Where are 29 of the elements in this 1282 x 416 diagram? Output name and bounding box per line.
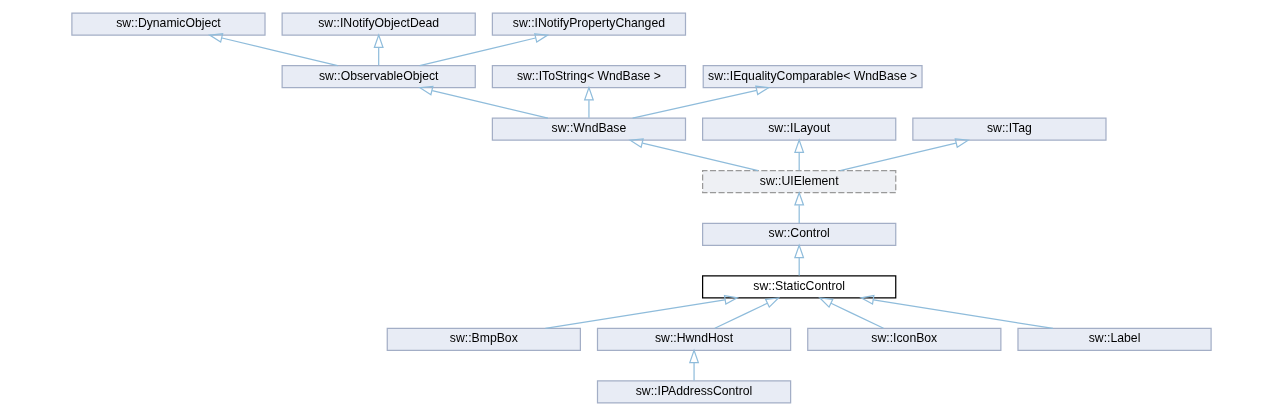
- node-box: sw::INotifyObjectDead: [281, 12, 476, 36]
- node-box: sw::Control: [701, 222, 896, 246]
- node-box: sw::INotifyPropertyChanged: [491, 12, 686, 36]
- node-box: sw::IconBox: [806, 327, 1001, 351]
- arrow: [207, 33, 338, 67]
- arrow: [839, 138, 970, 172]
- node-box: sw::IEqualityComparable< WndBase >: [702, 65, 923, 89]
- arrow: [631, 85, 770, 119]
- node-box: sw::IPAddressControl: [596, 380, 791, 404]
- node-box: sw::HwndHost: [596, 327, 791, 351]
- arrow: [417, 85, 548, 119]
- node-box: sw::DynamicObject: [70, 12, 266, 36]
- arrow: [544, 294, 739, 329]
- arrow: [418, 33, 549, 67]
- node-box: sw::ILayout: [701, 117, 896, 141]
- arrow: [713, 297, 780, 329]
- node-box: sw::UIElement: [701, 170, 896, 194]
- node-box: sw::ITag: [911, 117, 1107, 141]
- arrow: [688, 348, 699, 382]
- node-box: sw::WndBase: [491, 117, 686, 141]
- node-box: sw::StaticControl: [701, 275, 896, 299]
- arrow: [858, 294, 1054, 329]
- arrow: [817, 297, 884, 329]
- node-box: sw::Label: [1016, 327, 1212, 351]
- arrow: [627, 138, 759, 172]
- node-box: sw::ObservableObject: [281, 65, 476, 89]
- node-box: sw::IToString< WndBase >: [491, 65, 686, 89]
- node-box: sw::BmpBox: [386, 327, 581, 351]
- arrow: [583, 85, 594, 119]
